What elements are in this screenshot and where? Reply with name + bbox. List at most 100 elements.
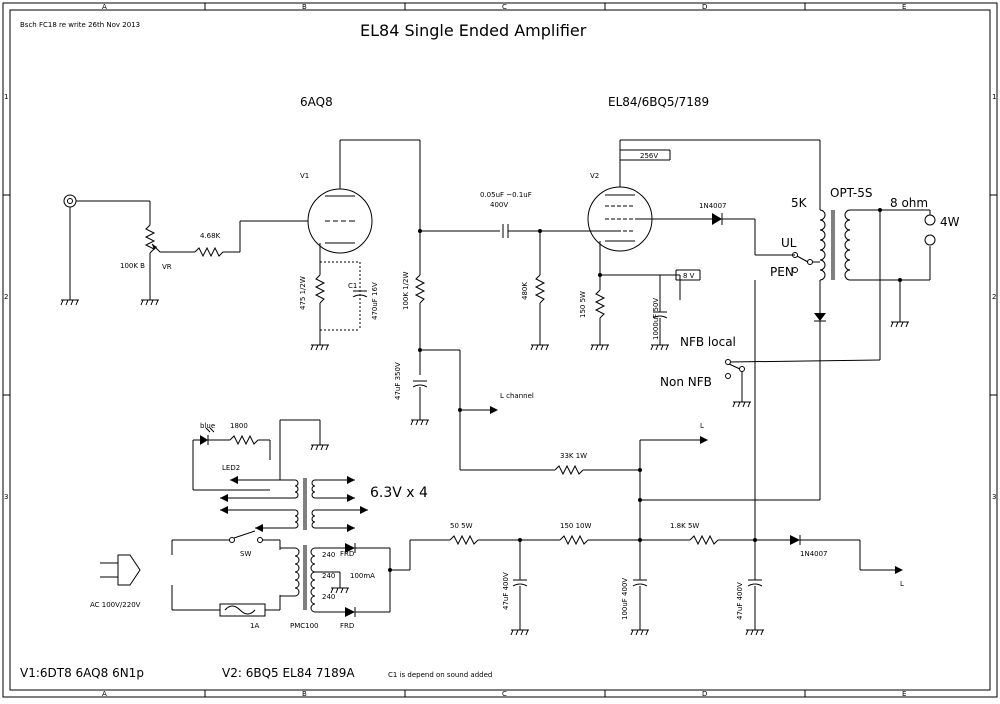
- power-transformer: [280, 545, 345, 613]
- fuse-label: 1A: [250, 622, 259, 630]
- frd1-label: FRD: [340, 550, 354, 558]
- v1-tube: [307, 139, 420, 254]
- non-nfb-label: Non NFB: [660, 375, 712, 389]
- heater-label: 6.3V x 4: [370, 485, 428, 501]
- c1-value-label: 470uF 16V: [371, 282, 379, 320]
- c-b1-label: 47uF 350V: [394, 362, 402, 400]
- ground-symbol: [330, 587, 349, 594]
- l-output-label-2: L: [900, 580, 904, 588]
- v2-voltage-label: 256V: [640, 152, 658, 160]
- opt-feed-diode: [640, 310, 826, 501]
- sec-current-label: 100mA: [350, 572, 375, 580]
- grid-col-a-bottom: A: [102, 690, 107, 698]
- grid-row-1: 1: [4, 93, 8, 101]
- opt-model-label: OPT-5S: [830, 186, 873, 200]
- r-33k-label: 33K 1W: [560, 452, 587, 460]
- frd2-label: FRD: [340, 622, 354, 630]
- grid-col-e-bottom: E: [902, 690, 906, 698]
- sec2-label: 240: [322, 572, 335, 580]
- mains-plug: [100, 539, 230, 611]
- r-150-label: 150 10W: [560, 522, 591, 530]
- ul-pen-switch: [792, 252, 820, 273]
- input-jack: [63, 194, 150, 300]
- power-label: 4W: [940, 215, 960, 229]
- cathode2-voltage-label: 8 V: [683, 272, 695, 280]
- grid-col-c: C: [502, 3, 507, 11]
- grid-col-a: A: [102, 3, 107, 11]
- ptrans-label: PMC100: [290, 622, 319, 630]
- page-title: EL84 Single Ended Amplifier: [360, 21, 587, 40]
- grid-row-2: 2: [4, 293, 8, 301]
- r-cathode2-label: 150 5W: [579, 291, 587, 318]
- grid-col-d: D: [702, 3, 707, 11]
- grid-row-1-right: 1: [992, 93, 996, 101]
- sw-label: SW: [240, 550, 251, 558]
- c1-ref-label: C1: [348, 282, 357, 290]
- diode-out-label: 1N4007: [800, 550, 828, 558]
- grid-col-d-bottom: D: [702, 690, 707, 698]
- filter-cap-2: [630, 540, 649, 636]
- v1-cathode-network: [314, 253, 368, 345]
- output-transformer: [819, 140, 931, 360]
- r-plate1-label: 100K 1/2W: [402, 272, 410, 310]
- r-grid2-label: 480K: [521, 282, 529, 300]
- c1-note: C1 is depend on sound added: [388, 671, 492, 679]
- v2-cathode-network: [590, 269, 701, 351]
- speaker-terminals: [924, 210, 936, 246]
- ground-symbol: [310, 344, 329, 351]
- ac-input-label: AC 100V/220V: [90, 601, 141, 609]
- r-18k-label: 1.8K 5W: [670, 522, 699, 530]
- r-33k-branch: [554, 436, 708, 540]
- grid-col-b: B: [302, 3, 307, 11]
- v2-substitutes: V2: 6BQ5 EL84 7189A: [222, 666, 355, 680]
- c-coupling-voltage: 400V: [490, 201, 508, 209]
- input-resistor-label: 4.68K: [200, 232, 221, 240]
- led-color-label: blue: [200, 422, 215, 430]
- out-impedance-label: 8 ohm: [890, 196, 928, 210]
- ul-label: UL: [781, 236, 797, 250]
- output-diode: [790, 535, 903, 574]
- ul-diode-label: 1N4007: [699, 202, 727, 210]
- ground-symbol: [140, 299, 159, 306]
- filter-cap-3: [745, 540, 764, 636]
- pot-value-label: 100K B: [120, 262, 145, 270]
- grid-row-2-right: 2: [992, 293, 996, 301]
- filter-cap-1: [510, 540, 529, 636]
- grid-row-3: 3: [4, 493, 8, 501]
- input-resistor: [194, 220, 308, 258]
- v2-grid-resistor: [530, 231, 549, 351]
- sec3-label: 240: [322, 593, 335, 601]
- ul-diode: [700, 213, 795, 256]
- filter-chain: [449, 280, 790, 546]
- c-470-label: 47uF 400V: [502, 572, 510, 610]
- frd-diodes: [345, 539, 450, 617]
- grid-col-c-bottom: C: [502, 690, 507, 698]
- l-channel-label: L channel: [500, 392, 534, 400]
- fuse: [219, 595, 281, 617]
- power-switch[interactable]: [229, 530, 281, 550]
- volume-pot: [144, 201, 195, 300]
- v1-plate-load: [414, 140, 555, 471]
- grid-col-b-bottom: B: [302, 690, 307, 698]
- grid-labels: A B C D E A B C D E 1 2 3 1 2 3: [4, 3, 996, 698]
- grid-row-3-right: 3: [992, 493, 996, 501]
- r-led-label: 1800: [230, 422, 248, 430]
- opt-impedance-label: 5K: [791, 196, 808, 210]
- v1-substitutes: V1:6DT8 6AQ8 6N1p: [20, 666, 144, 680]
- v2-ref-label: V2: [590, 172, 599, 180]
- ground-symbol: [60, 299, 79, 306]
- c-coupling-label: 0.05uF ~0.1uF: [480, 191, 532, 199]
- coupling-capacitor: [502, 224, 620, 238]
- heater-windings: [220, 419, 368, 532]
- sec1-label: 240: [322, 551, 335, 559]
- l-output-label-1: L: [700, 422, 704, 430]
- v2-tube: [587, 139, 820, 277]
- b1-decoupling-cap: [410, 380, 429, 426]
- v1-ref-label: V1: [300, 172, 309, 180]
- author-note: Bsch FC18 re write 26th Nov 2013: [20, 21, 140, 29]
- led-indicator: [192, 427, 271, 491]
- r-50-label: 50 5W: [450, 522, 473, 530]
- c-47b-label: 47uF 400V: [736, 582, 744, 620]
